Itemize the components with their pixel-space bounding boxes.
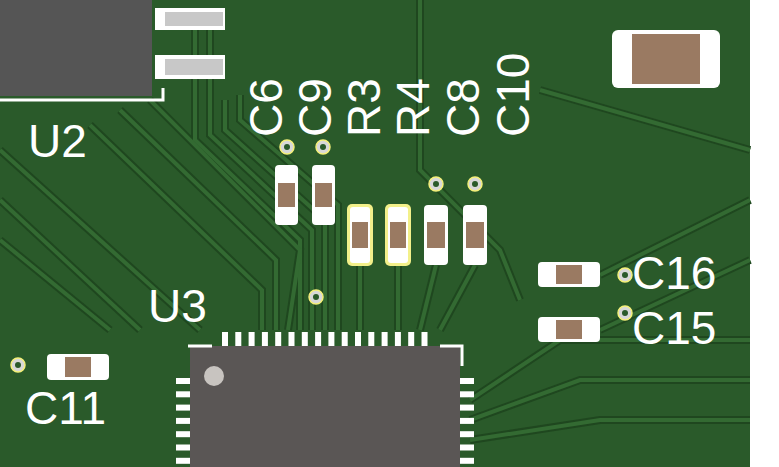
reference-designator: C16 [632,250,716,296]
ic-pin [460,391,474,397]
ic-pin [235,332,241,346]
ic-pin [342,332,348,346]
ic-pin [176,378,190,384]
ic-package [0,0,225,100]
ic-pin [222,332,228,346]
ic-pin [460,378,474,384]
ic-pin [422,332,428,346]
ic-pin [275,332,281,346]
ic-pin [460,458,474,464]
reference-designator: U3 [148,283,207,329]
ic-pin [289,332,295,346]
ic-pin [460,445,474,451]
ic-pin [176,431,190,437]
reference-designator: C9 [292,78,338,137]
ic-pin [315,332,321,346]
via-hole [15,144,628,368]
reference-designator: C10 [490,53,536,137]
ic-pin [176,445,190,451]
ic-pin [368,332,374,346]
ic-pin [176,458,190,464]
reference-designator: R4 [390,78,436,137]
via [11,140,632,372]
ic-pin [176,405,190,411]
ic-pin [460,418,474,424]
ic-pin [302,332,308,346]
capacitor-symbol [612,30,720,88]
ic-pin [460,405,474,411]
ic-pin [328,332,334,346]
reference-designator: C11 [25,385,106,431]
reference-designator: C6 [243,78,289,137]
ic-pin [395,332,401,346]
reference-designator: U2 [28,118,87,164]
ic-pin [262,332,268,346]
reference-designator: C15 [632,305,716,351]
ic-pin [176,418,190,424]
ic-pin [355,332,361,346]
reference-designator: C8 [440,78,486,137]
ic-pin [408,332,414,346]
board-edge [750,0,779,467]
ic-pin [249,332,255,346]
reference-designator: R3 [341,78,387,137]
ic-pin [176,391,190,397]
ic-package [176,332,474,467]
ic-pin [460,431,474,437]
ic-pin [382,332,388,346]
